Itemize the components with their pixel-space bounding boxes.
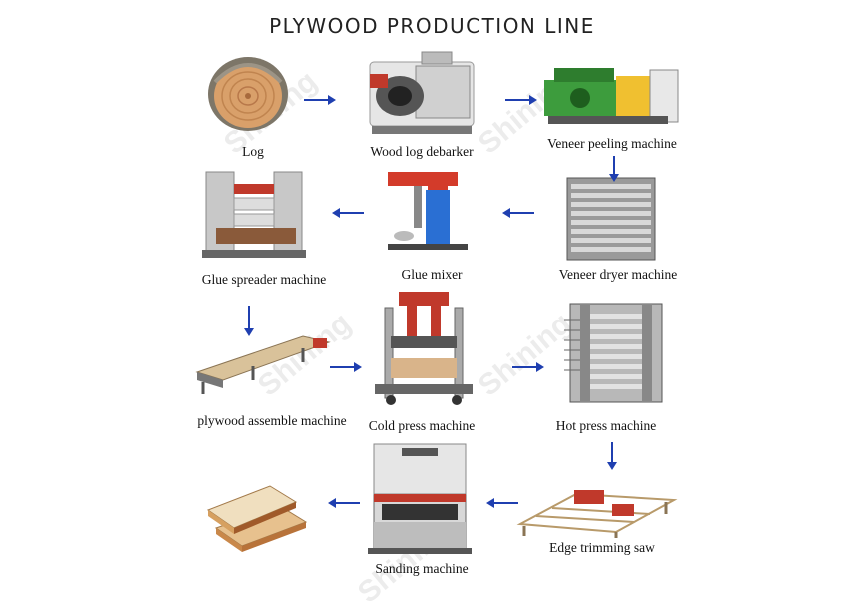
arrow-trimming-to-sanding (486, 498, 518, 508)
step-label-log: Log (242, 144, 264, 159)
diagram-title: PLYWOOD PRODUCTION LINE (269, 14, 595, 38)
arrow-log-to-debarker (304, 95, 336, 105)
step-label-assemble: plywood assemble machine (197, 413, 347, 428)
arrow-spreader-to-assemble (244, 306, 254, 336)
step-label-debarker: Wood log debarker (370, 144, 474, 159)
hot-press-machine-image (564, 303, 663, 403)
arrow-mixer-to-spreader (332, 208, 364, 218)
arrow-sanding-to-plywood (328, 498, 360, 508)
arrow-coldpress-to-hotpress (512, 362, 544, 372)
arrow-dryer-to-mixer (502, 208, 534, 218)
step-label-sanding: Sanding machine (375, 561, 469, 576)
arrow-peeling-to-dryer (609, 156, 619, 182)
veneer-peeling-machine-image (544, 68, 679, 124)
glue-mixer-image (388, 172, 468, 250)
step-label-spreader: Glue spreader machine (201, 272, 327, 287)
plywood-assemble-machine-image (195, 335, 331, 394)
arrow-hotpress-to-trimming (607, 442, 617, 470)
diagram-canvas: PLYWOOD PRODUCTION LINE Shining Shining … (195, 14, 679, 610)
sanding-machine-image (368, 443, 472, 554)
veneer-dryer-machine-image (566, 177, 656, 261)
step-label-peeling: Veneer peeling machine (547, 136, 677, 151)
plywood-sheets-image (206, 485, 308, 552)
step-label-dryer: Veneer dryer machine (558, 267, 678, 282)
step-label-trimming: Edge trimming saw (549, 540, 655, 555)
step-label-hotpress: Hot press machine (555, 418, 657, 433)
edge-trimming-saw-image (516, 490, 678, 538)
arrow-debarker-to-peeling (505, 95, 537, 105)
cold-press-machine-image (375, 292, 473, 405)
step-label-mixer: Glue mixer (401, 267, 463, 282)
step-label-coldpress: Cold press machine (368, 418, 476, 433)
log-image (208, 57, 288, 131)
arrow-assemble-to-coldpress (330, 362, 362, 372)
wood-log-debarker-image (369, 51, 475, 134)
glue-spreader-machine-image (202, 171, 306, 258)
